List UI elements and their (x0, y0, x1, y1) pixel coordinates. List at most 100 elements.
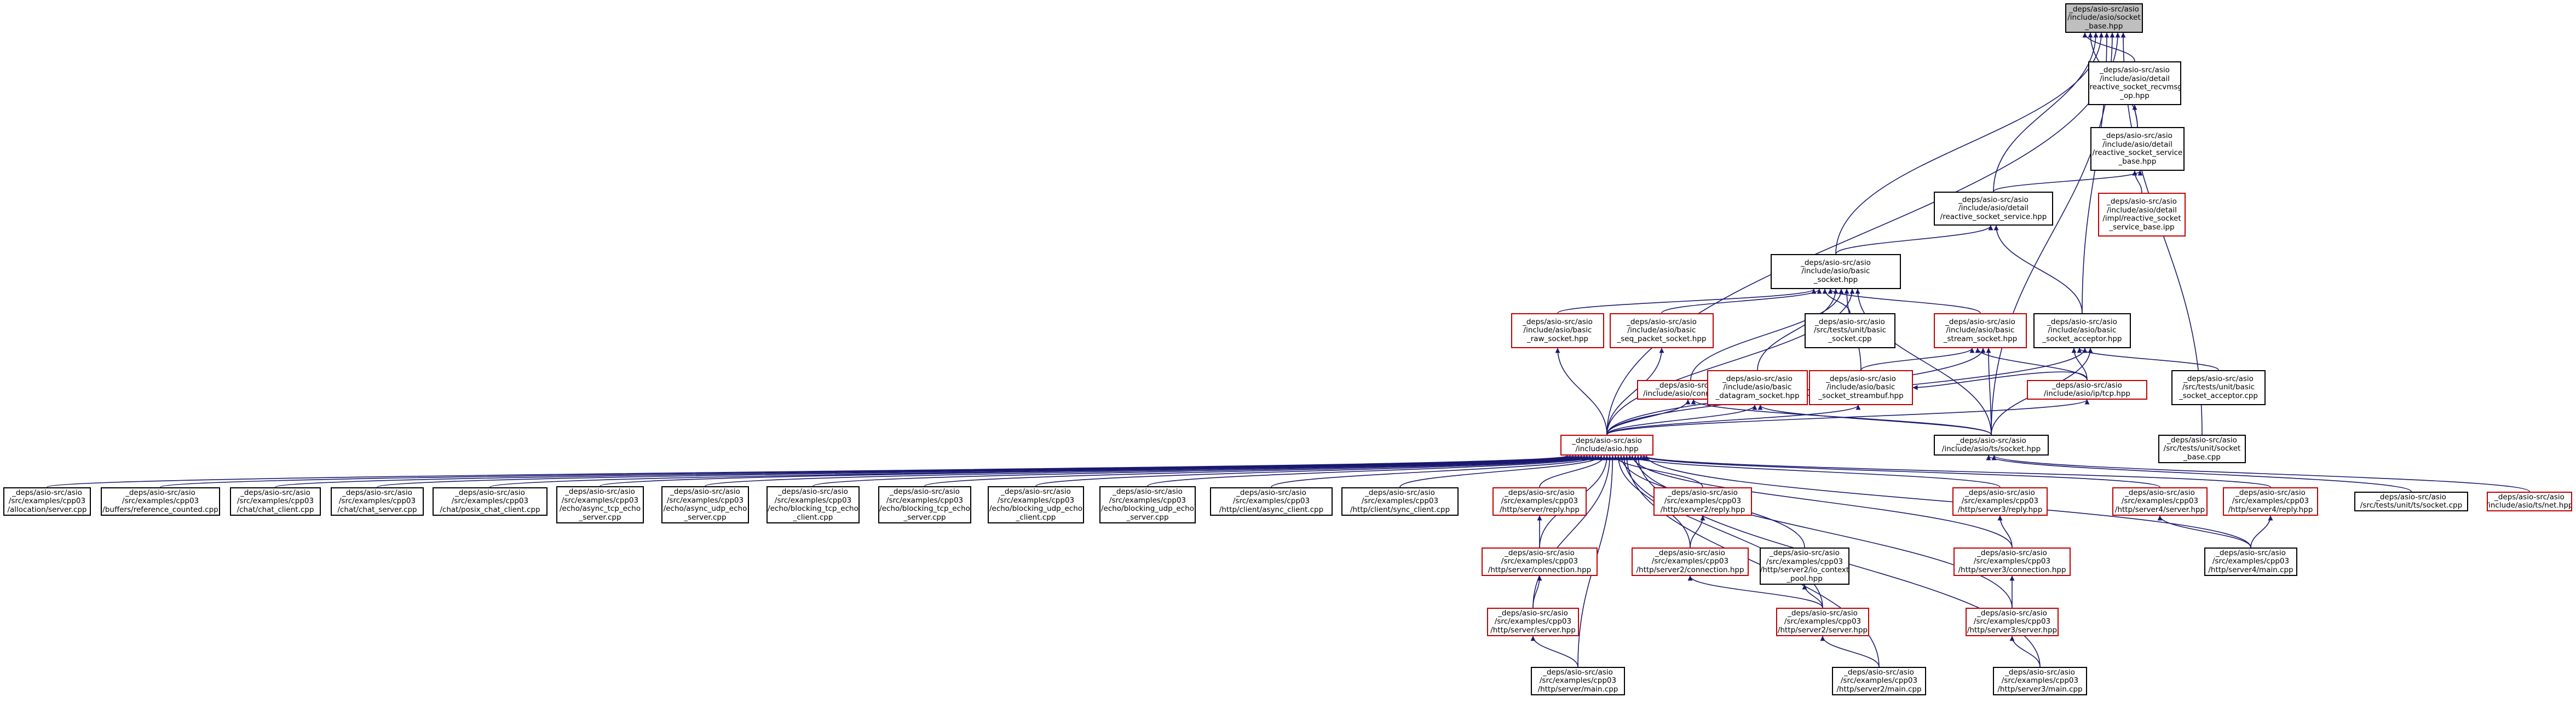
node-label: _deps/asio-src/asio /src/tests/unit/sock… (2163, 435, 2241, 462)
node-httpsync[interactable]: _deps/asio-src/asio /src/examples/cpp03 … (1341, 487, 1459, 516)
node-rssbaseipp[interactable]: _deps/asio-src/asio /include/asio/detail… (2098, 193, 2186, 237)
node-tsnet[interactable]: _deps/asio-src/asio /include/asio/ts/net… (2487, 492, 2572, 511)
node-streamsocket[interactable]: _deps/asio-src/asio /include/asio/basic … (1934, 313, 2027, 348)
edge-s2main-to-s2server (1820, 636, 1880, 667)
node-label: _deps/asio-src/asio /include/asio.hpp (1572, 436, 1642, 453)
node-label: _deps/asio-src/asio /src/examples/cpp03 … (879, 487, 970, 522)
edge-asiohpp-to-seqpacket (1606, 348, 1664, 435)
edge-blockudps-to-asiohpp (1147, 455, 1598, 487)
node-blockudpc[interactable]: _deps/asio-src/asio /src/examples/cpp03 … (988, 486, 1084, 523)
node-label: _deps/asio-src/asio /src/examples/cpp03 … (1967, 608, 2058, 635)
node-label: _deps/asio-src/asio /src/examples/cpp03 … (559, 487, 641, 522)
node-chatserver[interactable]: _deps/asio-src/asio /src/examples/cpp03 … (331, 487, 424, 516)
edge-s3main-to-s3server (2009, 636, 2041, 667)
edge-basicsocket-to-root (1835, 32, 2104, 255)
node-iopool[interactable]: _deps/asio-src/asio /src/examples/cpp03 … (1760, 548, 1849, 585)
node-testsocketbase[interactable]: _deps/asio-src/asio /src/tests/unit/sock… (2158, 435, 2246, 463)
node-recvmsg[interactable]: _deps/asio-src/asio /include/asio/detail… (2088, 61, 2181, 105)
node-label: _deps/asio-src/asio /src/examples/cpp03 … (1958, 548, 2066, 574)
edge-httpsync-to-asiohpp (1399, 455, 1604, 488)
edge-s4server-to-asiohpp (1638, 455, 2160, 488)
edge-s1reply-to-asiohpp (1539, 455, 1607, 488)
edge-iptcp-to-streamsocket (1975, 348, 2088, 381)
edge-tsnet-to-tlssocket (1991, 455, 2530, 492)
node-tlssocket[interactable]: _deps/asio-src/asio /include/asio/ts/soc… (1934, 435, 2049, 456)
node-label: _deps/asio-src/asio /include/asio/basic … (1818, 374, 1904, 400)
node-buffers[interactable]: _deps/asio-src/asio /src/examples/cpp03 … (101, 487, 220, 516)
node-label: _deps/asio-src/asio /src/examples/cpp03 … (1219, 488, 1324, 514)
node-s3server[interactable]: _deps/asio-src/asio /src/examples/cpp03 … (1966, 608, 2059, 636)
node-testacceptor[interactable]: _deps/asio-src/asio /src/tests/unit/basi… (2171, 370, 2266, 405)
node-blockudps[interactable]: _deps/asio-src/asio /src/examples/cpp03 … (1099, 486, 1196, 523)
node-label: _deps/asio-src/asio /src/examples/cpp03 … (1490, 608, 1576, 635)
node-s2main[interactable]: _deps/asio-src/asio /src/examples/cpp03 … (1832, 667, 1926, 695)
node-asiohpp[interactable]: _deps/asio-src/asio /include/asio.hpp (1560, 435, 1653, 456)
node-label: _deps/asio-src/asio /src/examples/cpp03 … (1957, 488, 2043, 514)
node-label: _deps/asio-src/asio /src/tests/unit/basi… (2179, 374, 2258, 400)
node-label: _deps/asio-src/asio /src/examples/cpp03 … (1777, 608, 1868, 635)
node-iptcp[interactable]: _deps/asio-src/asio /include/asio/ip/tcp… (2027, 380, 2147, 400)
edge-recvmsg-to-root (2082, 32, 2135, 62)
node-posixchat[interactable]: _deps/asio-src/asio /src/examples/cpp03 … (433, 487, 548, 516)
node-acceptor[interactable]: _deps/asio-src/asio /include/asio/basic … (2033, 313, 2131, 348)
node-label: _deps/asio-src/asio /include/asio/basic … (2042, 317, 2122, 343)
node-httpasync[interactable]: _deps/asio-src/asio /src/examples/cpp03 … (1210, 487, 1333, 516)
edge-tlssocket-to-basicsocket (1855, 289, 1992, 435)
node-s4main[interactable]: _deps/asio-src/asio /src/examples/cpp03 … (2204, 548, 2297, 576)
edge-asiohpp-to-datagram (1606, 405, 1757, 435)
edge-datagram-to-basicsocket (1757, 289, 1839, 371)
edge-asynctcp-to-asiohpp (600, 455, 1584, 487)
node-seqpacket[interactable]: _deps/asio-src/asio /include/asio/basic … (1610, 313, 1714, 348)
node-label: _deps/asio-src/asio /src/examples/cpp03 … (440, 488, 540, 514)
node-s3reply[interactable]: _deps/asio-src/asio /src/examples/cpp03 … (1952, 487, 2048, 516)
edge-blockudpc-to-asiohpp (1035, 455, 1595, 487)
edge-s2server-to-iopool (1802, 584, 1823, 608)
node-s1server[interactable]: _deps/asio-src/asio /src/examples/cpp03 … (1487, 608, 1579, 636)
node-chatclient[interactable]: _deps/asio-src/asio /src/examples/cpp03 … (230, 487, 321, 516)
node-label: _deps/asio-src/asio /include/asio/socket… (2067, 4, 2141, 31)
node-s2conn[interactable]: _deps/asio-src/asio /src/examples/cpp03 … (1632, 548, 1749, 576)
node-datagram[interactable]: _deps/asio-src/asio /include/asio/basic … (1707, 370, 1808, 405)
node-asynctcp[interactable]: _deps/asio-src/asio /src/examples/cpp03 … (556, 486, 644, 523)
node-label: _deps/asio-src/asio /src/examples/cpp03 … (337, 488, 417, 514)
edge-s2server-to-s2conn (1687, 575, 1823, 608)
edge-s3conn-to-asiohpp (1630, 455, 2013, 548)
node-label: _deps/asio-src/asio /src/examples/cpp03 … (1836, 667, 1922, 694)
node-testbasicsocket[interactable]: _deps/asio-src/asio /src/tests/unit/basi… (1805, 313, 1895, 348)
node-s4server[interactable]: _deps/asio-src/asio /src/examples/cpp03 … (2112, 487, 2208, 516)
node-label: _deps/asio-src/asio /include/asio/ip/tcp… (2043, 381, 2130, 398)
node-blocktcpc[interactable]: _deps/asio-src/asio /src/examples/cpp03 … (767, 486, 860, 523)
node-rss[interactable]: _deps/asio-src/asio /include/asio/detail… (1934, 192, 2053, 226)
node-s1conn[interactable]: _deps/asio-src/asio /src/examples/cpp03 … (1482, 548, 1598, 576)
node-s3main[interactable]: _deps/asio-src/asio /src/examples/cpp03 … (1993, 667, 2087, 695)
node-streambuf[interactable]: _deps/asio-src/asio /include/asio/basic … (1809, 370, 1913, 405)
node-s1reply[interactable]: _deps/asio-src/asio /src/examples/cpp03 … (1492, 487, 1587, 516)
node-allocation[interactable]: _deps/asio-src/asio /src/examples/cpp03 … (3, 487, 91, 516)
edge-iptcp-to-acceptor (2071, 348, 2088, 381)
node-label: _deps/asio-src/asio /src/examples/cpp03 … (102, 488, 218, 514)
node-label: _deps/asio-src/asio /src/examples/cpp03 … (768, 487, 858, 522)
node-label: _deps/asio-src/asio /src/examples/cpp03 … (2114, 488, 2205, 514)
node-label: _deps/asio-src/asio /src/tests/unit/ts/s… (2360, 492, 2463, 510)
edge-rssbaseipp-to-rssbase (2132, 170, 2142, 193)
node-label: _deps/asio-src/asio /include/asio/detail… (2102, 197, 2181, 232)
node-s1main[interactable]: _deps/asio-src/asio /src/examples/cpp03 … (1531, 667, 1625, 695)
edge-s4main-to-asiohpp (1644, 455, 2251, 548)
node-s3conn[interactable]: _deps/asio-src/asio /src/examples/cpp03 … (1953, 548, 2071, 576)
node-rawsocket[interactable]: _deps/asio-src/asio /include/asio/basic … (1511, 313, 1604, 348)
node-s2reply[interactable]: _deps/asio-src/asio /src/examples/cpp03 … (1653, 487, 1752, 516)
edge-s1server-to-s1conn (1532, 575, 1542, 608)
node-s2server[interactable]: _deps/asio-src/asio /src/examples/cpp03 … (1776, 608, 1869, 636)
edge-tlssocket-to-datagram (1757, 405, 1992, 435)
node-label: _deps/asio-src/asio /src/examples/cpp03 … (1100, 487, 1195, 522)
node-s4reply[interactable]: _deps/asio-src/asio /src/examples/cpp03 … (2223, 487, 2318, 516)
node-label: _deps/asio-src/asio /src/examples/cpp03 … (1760, 549, 1849, 583)
edge-testbasicsocket-to-basicsocket (1822, 289, 1851, 314)
edge-asiohpp-to-streambuf (1606, 405, 1861, 435)
node-rssbase[interactable]: _deps/asio-src/asio /include/asio/detail… (2090, 127, 2185, 171)
node-blocktcps[interactable]: _deps/asio-src/asio /src/examples/cpp03 … (878, 486, 971, 523)
node-asyncudp[interactable]: _deps/asio-src/asio /src/examples/cpp03 … (661, 486, 749, 523)
node-tstest[interactable]: _deps/asio-src/asio /src/tests/unit/ts/s… (2354, 492, 2468, 511)
node-basicsocket[interactable]: _deps/asio-src/asio /include/asio/basic … (1771, 254, 1901, 289)
edge-asiohpp-to-root (1606, 32, 2120, 435)
